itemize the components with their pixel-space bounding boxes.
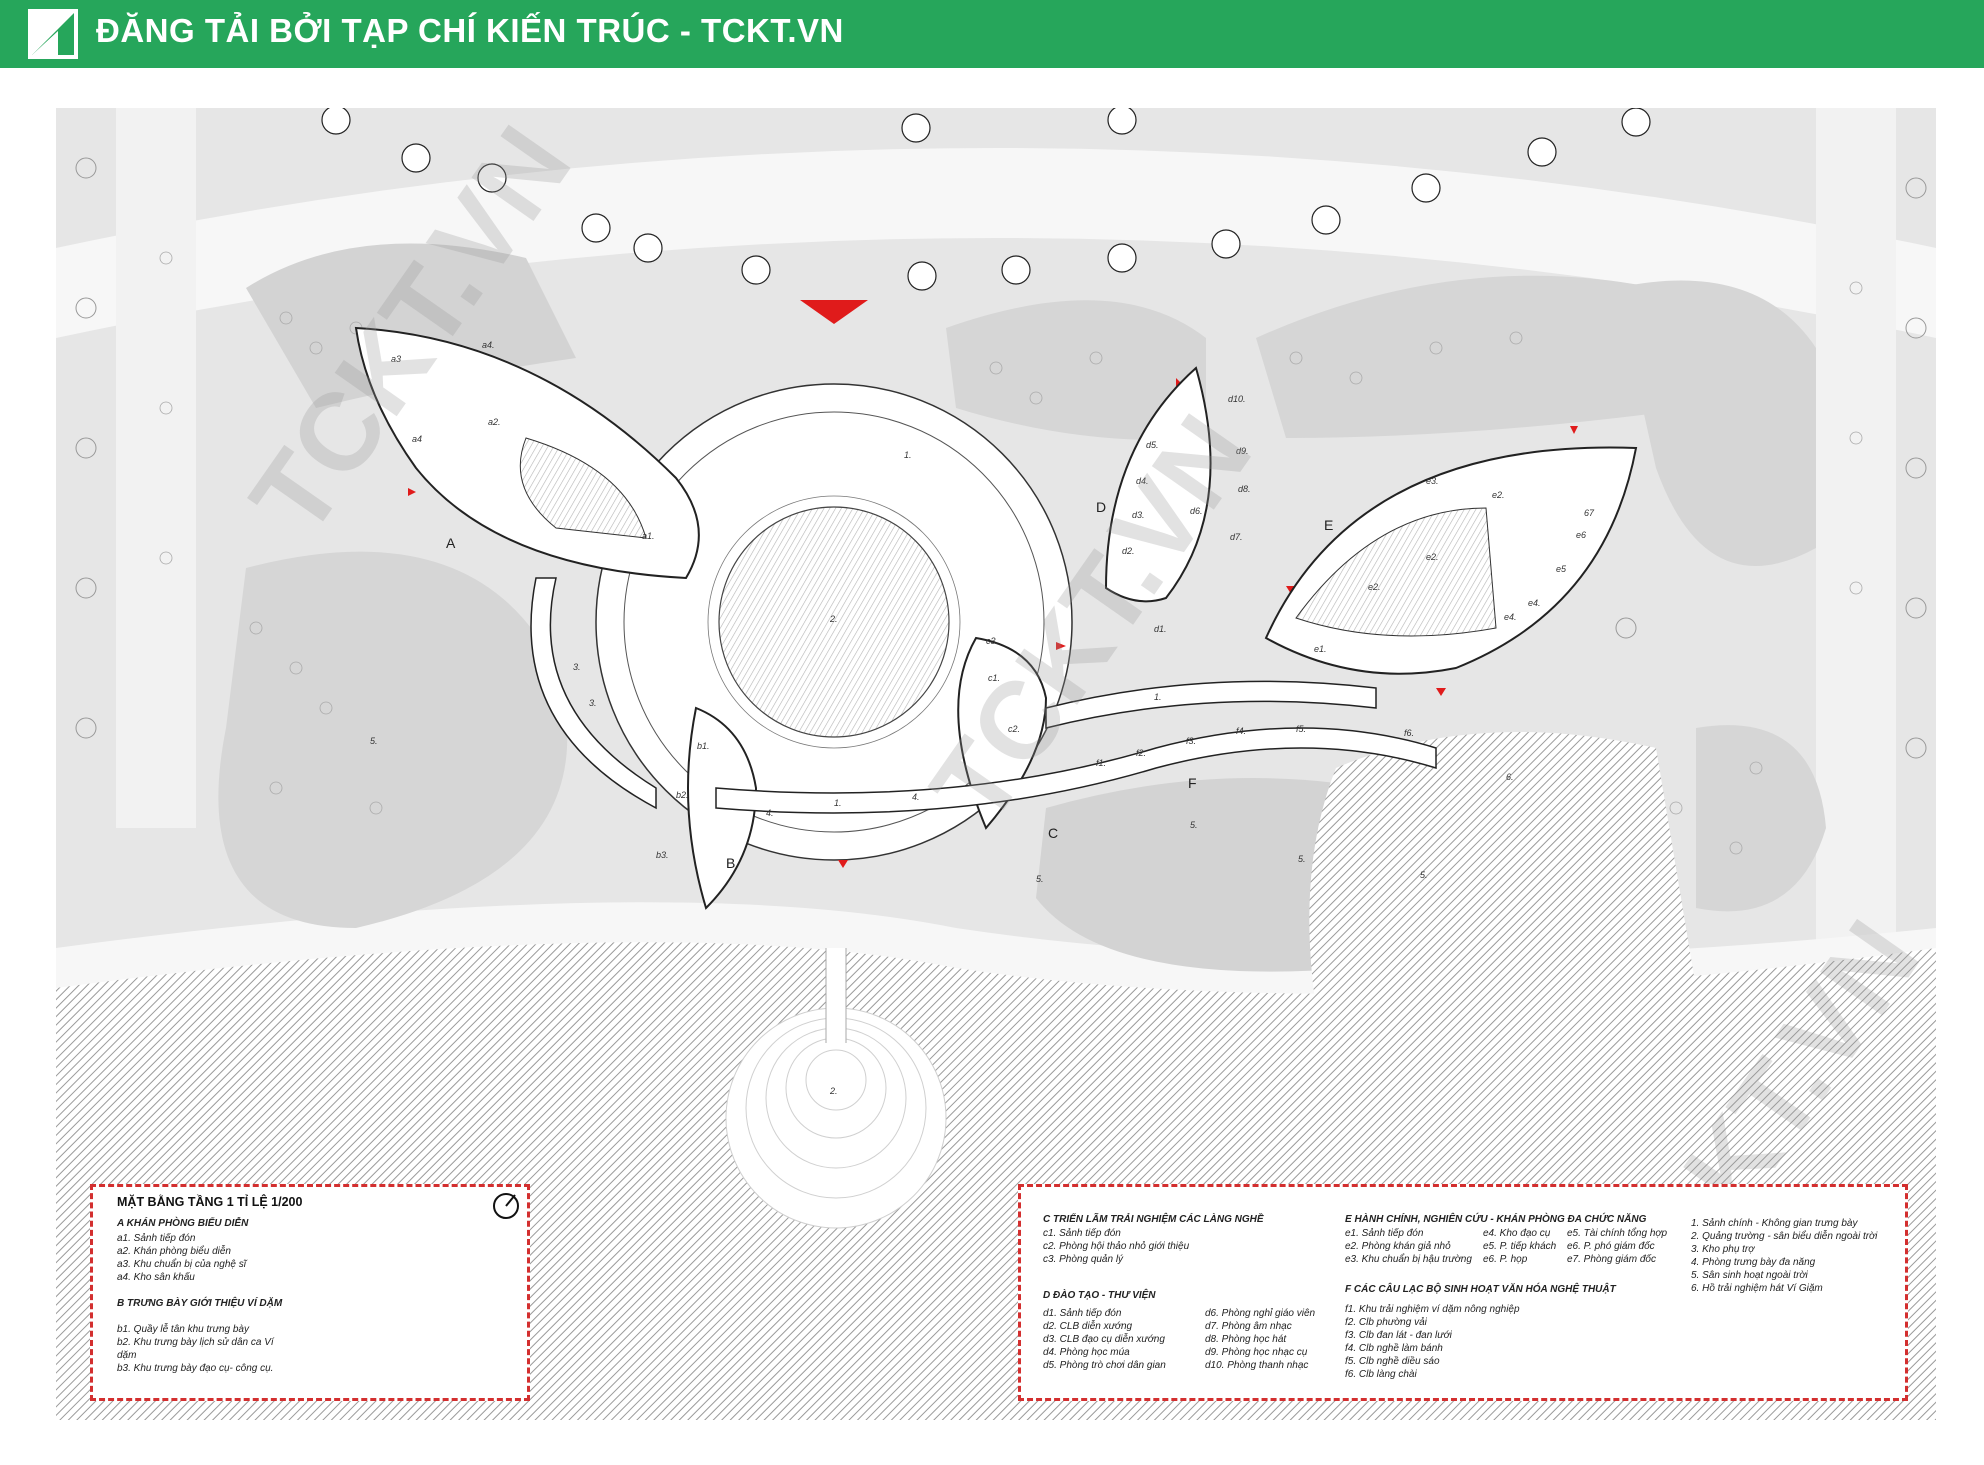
legend-e-heading: E HÀNH CHÍNH, NGHIÊN CỨU - KHÁN PHÒNG ĐA… <box>1345 1214 1647 1225</box>
svg-text:d9.: d9. <box>1236 446 1249 456</box>
svg-text:e2.: e2. <box>1426 552 1439 562</box>
svg-text:5.: 5. <box>1190 820 1198 830</box>
svg-text:e6: e6 <box>1576 530 1586 540</box>
legend-e-list-2: e4. Kho đạo cụ e5. P. tiếp khách e6. P. … <box>1483 1228 1557 1265</box>
svg-text:d7.: d7. <box>1230 532 1243 542</box>
banner-title: ĐĂNG TẢI BỞI TẠP CHÍ KIẾN TRÚC - TCKT.VN <box>96 12 844 49</box>
svg-text:d8.: d8. <box>1238 484 1251 494</box>
svg-text:c1.: c1. <box>988 673 1000 683</box>
svg-text:e4.: e4. <box>1504 612 1517 622</box>
legend-right: C TRIỂN LÃM TRẢI NGHIỆM CÁC LÀNG NGHỀ c1… <box>1018 1184 1908 1401</box>
svg-text:5.: 5. <box>1036 874 1044 884</box>
svg-text:e2.: e2. <box>1368 582 1381 592</box>
tckt-logo-icon <box>28 9 78 59</box>
svg-text:f4.: f4. <box>1236 726 1246 736</box>
svg-text:f3.: f3. <box>1186 736 1196 746</box>
legend-a-heading: A KHÁN PHÒNG BIỂU DIỄN <box>117 1218 249 1229</box>
svg-text:4.: 4. <box>912 792 920 802</box>
label-block-d: D <box>1096 499 1106 515</box>
legend-f-list: f1. Khu trải nghiệm ví dặm nông nghiệp f… <box>1345 1304 1520 1380</box>
svg-text:3.: 3. <box>573 662 581 672</box>
svg-text:e5: e5 <box>1556 564 1567 574</box>
svg-text:6.: 6. <box>1506 772 1514 782</box>
svg-text:2.: 2. <box>829 1086 838 1096</box>
svg-text:d1.: d1. <box>1154 624 1167 634</box>
building-f-corridor <box>715 727 1437 814</box>
svg-text:a1.: a1. <box>642 531 655 541</box>
svg-text:d3.: d3. <box>1132 510 1145 520</box>
svg-text:b2.: b2. <box>676 790 689 800</box>
svg-text:1.: 1. <box>904 450 912 460</box>
svg-text:d10.: d10. <box>1228 394 1246 404</box>
svg-text:a3: a3 <box>391 354 401 364</box>
shrub-dots <box>159 251 1863 855</box>
svg-text:f1.: f1. <box>1096 758 1106 768</box>
label-block-c: C <box>1048 825 1058 841</box>
tree-circles <box>321 108 1651 291</box>
legend-d-list-1: d1. Sảnh tiếp đón d2. CLB diễn xướng d3.… <box>1043 1308 1166 1371</box>
legend-title: MẶT BẰNG TẦNG 1 TỈ LỆ 1/200 <box>117 1195 303 1209</box>
svg-text:a4: a4 <box>412 434 422 444</box>
svg-text:b3.: b3. <box>656 850 669 860</box>
svg-text:5.: 5. <box>1298 854 1306 864</box>
legend-d-list-2: d6. Phòng nghỉ giáo viên d7. Phòng âm nh… <box>1205 1308 1316 1371</box>
svg-text:e2.: e2. <box>1492 490 1505 500</box>
legend-left: MẶT BẰNG TẦNG 1 TỈ LỆ 1/200 A KHÁN PHÒNG… <box>90 1184 530 1401</box>
north-arrow-icon <box>493 1193 519 1219</box>
svg-text:d6.: d6. <box>1190 506 1203 516</box>
svg-text:d5.: d5. <box>1146 440 1159 450</box>
svg-text:1.: 1. <box>834 798 842 808</box>
svg-text:1.: 1. <box>1154 692 1162 702</box>
svg-text:67: 67 <box>1584 508 1595 518</box>
legend-c-list: c1. Sảnh tiếp đón c2. Phòng hội thảo nhỏ… <box>1043 1228 1190 1265</box>
legend-e-list-3: e5. Tài chính tổng hợp e6. P. phó giám đ… <box>1567 1228 1667 1265</box>
legend-e-list-1: e1. Sảnh tiếp đón e2. Phòng khán giả nhỏ… <box>1345 1228 1472 1265</box>
label-block-a: A <box>446 535 456 551</box>
label-block-e: E <box>1324 517 1333 533</box>
legend-numbered-list: 1. Sảnh chính - Không gian trưng bày 2. … <box>1691 1218 1878 1294</box>
svg-text:d2.: d2. <box>1122 546 1135 556</box>
svg-text:a4.: a4. <box>482 340 495 350</box>
svg-text:5.: 5. <box>370 736 378 746</box>
svg-text:3.: 3. <box>589 698 597 708</box>
legend-f-heading: F CÁC CÂU LẠC BỘ SINH HOẠT VĂN HÓA NGHỆ … <box>1345 1284 1616 1295</box>
legend-a-list: a1. Sảnh tiếp đón a2. Khán phòng biểu di… <box>117 1233 246 1283</box>
svg-text:c3.: c3. <box>986 636 998 646</box>
legend-b-heading: B TRƯNG BÀY GIỚI THIỆU VÍ DẶM <box>117 1298 283 1309</box>
label-block-f: F <box>1188 775 1197 791</box>
svg-text:5.: 5. <box>1420 870 1428 880</box>
svg-text:2.: 2. <box>829 614 838 624</box>
svg-text:b1.: b1. <box>697 741 710 751</box>
main-entrance-marker <box>800 300 868 324</box>
building-d <box>1104 366 1212 603</box>
svg-text:e4.: e4. <box>1528 598 1541 608</box>
top-banner: ĐĂNG TẢI BỞI TẠP CHÍ KIẾN TRÚC - TCKT.VN <box>0 0 1984 68</box>
legend-d-heading: D ĐÀO TẠO - THƯ VIỆN <box>1043 1290 1156 1301</box>
svg-text:f2.: f2. <box>1136 748 1146 758</box>
svg-text:d4.: d4. <box>1136 476 1149 486</box>
svg-text:f6.: f6. <box>1404 728 1414 738</box>
svg-text:e3.: e3. <box>1426 476 1439 486</box>
legend-b-list: b1. Quầy lễ tân khu trưng bày b2. Khu tr… <box>117 1324 274 1374</box>
svg-text:a2.: a2. <box>488 417 501 427</box>
svg-text:4.: 4. <box>766 808 774 818</box>
svg-text:e1.: e1. <box>1314 644 1327 654</box>
label-block-b: B <box>726 855 735 871</box>
legend-c-heading: C TRIỂN LÃM TRẢI NGHIỆM CÁC LÀNG NGHỀ <box>1043 1214 1264 1225</box>
side-tree-rows <box>75 157 1927 759</box>
svg-text:c2.: c2. <box>1008 724 1020 734</box>
svg-text:f5.: f5. <box>1296 724 1306 734</box>
